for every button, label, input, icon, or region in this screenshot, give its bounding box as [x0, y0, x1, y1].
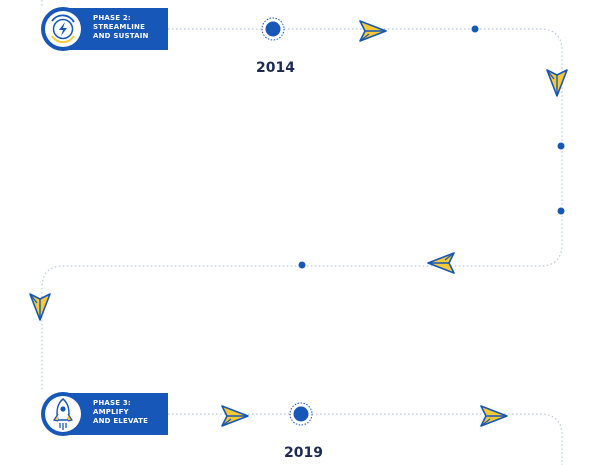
paper-plane-icon: [221, 405, 249, 427]
paper-plane-icon: [359, 20, 387, 42]
paper-plane-icon: [29, 293, 51, 321]
paper-plane-icon: [480, 405, 508, 427]
waypoint-dot: [556, 141, 566, 151]
rocket-icon: [53, 398, 73, 430]
timeline-path: [41, 0, 563, 465]
phase-2-label-line: AND SUSTAIN: [93, 32, 149, 40]
phase-2-label-line: PHASE 2:: [93, 14, 131, 22]
phase-3-label-line: AND ELEVATE: [93, 417, 149, 425]
waypoint-dot: [470, 24, 480, 34]
year-label-2019: 2019: [284, 445, 323, 461]
paper-plane-icon: [427, 252, 455, 274]
waypoint-dot: [297, 260, 307, 270]
waypoint-dot: [556, 206, 566, 216]
lightning-bolt-cycle-icon: [51, 14, 75, 43]
paper-plane-icon: [546, 69, 568, 97]
phase-3-label-line: PHASE 3:: [93, 399, 131, 407]
phase-3-label: PHASE 3: AMPLIFY AND ELEVATE: [84, 394, 166, 434]
milestone-2014: [261, 17, 285, 41]
phase-2-label: PHASE 2: STREAMLINE AND SUSTAIN: [84, 9, 166, 49]
phase-3-label-line: AMPLIFY: [93, 408, 129, 416]
milestone-2019: [289, 402, 313, 426]
year-label-2014: 2014: [256, 60, 295, 76]
phase-2-label-line: STREAMLINE: [93, 23, 146, 31]
